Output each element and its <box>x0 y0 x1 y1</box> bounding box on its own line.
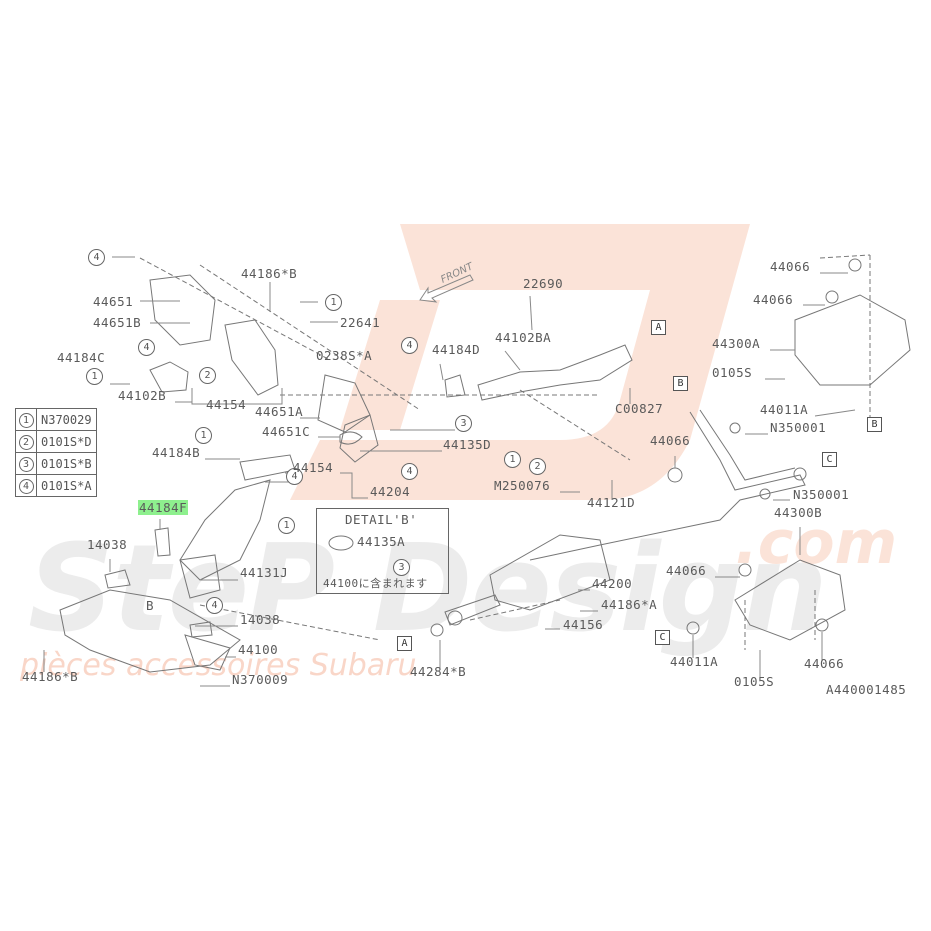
ref-box-b: B <box>867 417 882 432</box>
part-label: 44200 <box>592 576 633 591</box>
watermark-brand: SteP Design <box>28 520 828 659</box>
part-label-highlighted: 44184F <box>138 500 189 515</box>
ref-box-b: B <box>673 376 688 391</box>
callout-3: 3 <box>393 559 410 576</box>
part-label: 44204 <box>370 484 411 499</box>
part-label: 44121D <box>587 495 636 510</box>
callout-1: 1 <box>504 451 521 468</box>
callout-4: 4 <box>138 339 155 356</box>
part-label: 44300B <box>774 505 823 520</box>
ref-box-a: A <box>651 320 666 335</box>
part-label: 44066 <box>650 433 691 448</box>
part-label: 44651C <box>262 424 311 439</box>
callout-4: 4 <box>206 597 223 614</box>
part-label: N370009 <box>232 672 289 687</box>
ref-box-c: C <box>655 630 670 645</box>
part-label: 44300A <box>712 336 761 351</box>
clamp-icon <box>328 535 354 551</box>
detail-note: 44100に含まれます <box>323 577 428 590</box>
part-label: 44135A <box>357 534 406 549</box>
part-label: B <box>146 598 155 613</box>
part-label: 14038 <box>87 537 128 552</box>
callout-1: 1 <box>278 517 295 534</box>
part-label: 44066 <box>753 292 794 307</box>
part-label: 44186*A <box>601 597 658 612</box>
watermark-tagline: pièces accessoires Subaru <box>20 648 417 683</box>
part-label: 44135D <box>443 437 492 452</box>
part-label: 44011A <box>670 654 719 669</box>
callout-2: 2 <box>199 367 216 384</box>
callout-1: 1 <box>325 294 342 311</box>
callout-2: 2 <box>529 458 546 475</box>
part-label: 44066 <box>804 656 845 671</box>
part-label: 44186*B <box>22 669 79 684</box>
part-label: 44184D <box>432 342 481 357</box>
part-label: 44066 <box>666 563 707 578</box>
part-label: C00827 <box>615 401 664 416</box>
detail-title: DETAIL'B' <box>345 512 418 527</box>
diagram-id: A440001485 <box>826 682 907 697</box>
part-label: 22641 <box>340 315 381 330</box>
part-label: 44184C <box>57 350 106 365</box>
callout-3: 3 <box>455 415 472 432</box>
part-label: 44186*B <box>241 266 298 281</box>
part-label: 44154 <box>293 460 334 475</box>
part-label: 44066 <box>770 259 811 274</box>
part-label: N350001 <box>770 420 827 435</box>
part-label: 14038 <box>240 612 281 627</box>
part-label: N350001 <box>793 487 850 502</box>
part-label: M250076 <box>494 478 551 493</box>
callout-4: 4 <box>401 463 418 480</box>
part-label: 44651A <box>255 404 304 419</box>
part-label: 0105S <box>712 365 753 380</box>
part-label: 44651B <box>93 315 142 330</box>
callout-1: 1 <box>86 368 103 385</box>
callout-4: 4 <box>401 337 418 354</box>
part-label: 44154 <box>206 397 247 412</box>
detail-b-box: DETAIL'B' 44135A 3 44100に含まれます <box>316 508 449 594</box>
part-label: 44156 <box>563 617 604 632</box>
ref-box-a: A <box>397 636 412 651</box>
part-label: 44131J <box>240 565 289 580</box>
part-label: 44102B <box>118 388 167 403</box>
part-label: 0105S <box>734 674 775 689</box>
callout-4: 4 <box>88 249 105 266</box>
part-label: 44284*B <box>410 664 467 679</box>
part-label: 44011A <box>760 402 809 417</box>
callout-4: 4 <box>286 468 303 485</box>
ref-box-c: C <box>822 452 837 467</box>
callout-1: 1 <box>195 427 212 444</box>
part-label: 0238S*A <box>316 348 373 363</box>
part-label: 44184B <box>152 445 201 460</box>
part-label: 22690 <box>523 276 564 291</box>
part-label: 44651 <box>93 294 134 309</box>
part-label: 44102BA <box>495 330 552 345</box>
part-label: 44100 <box>238 642 279 657</box>
